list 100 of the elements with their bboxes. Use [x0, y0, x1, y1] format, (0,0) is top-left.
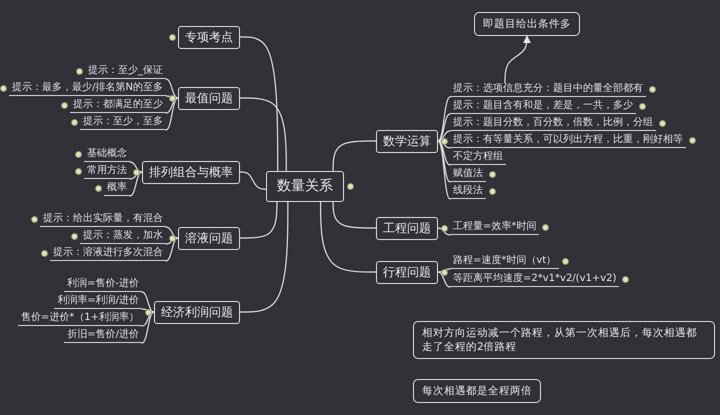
subtopic-text: 不定方程组	[453, 151, 503, 163]
subtopic-text: 提示：最多，最少/排名第N的至多	[12, 82, 163, 94]
underlined-subtopic	[70, 99, 166, 113]
underlined-subtopic	[54, 295, 142, 309]
branch-line	[141, 308, 155, 313]
subtopic-text: 路程=速度*时间（vt）	[453, 255, 556, 267]
subtopic-text: 提示：给出实际量，有混合	[43, 213, 163, 225]
topic-box	[376, 130, 438, 152]
underlined-subtopic	[64, 329, 142, 343]
underlined-subtopic	[64, 278, 142, 292]
underlined-subtopic	[84, 165, 130, 179]
topic-text: 最值问题	[185, 90, 233, 106]
underlined-subtopic	[450, 273, 620, 287]
subtopic-text: 提示：有等量关系，可以列出方程，比重，刚好相等	[453, 134, 683, 146]
underlined-subtopic	[450, 100, 636, 114]
branch-line	[437, 140, 451, 183]
branch-line	[141, 311, 155, 327]
subtopic-text: 赋值法	[453, 168, 483, 180]
subtopic-text: 提示：至少_保证	[88, 65, 163, 77]
subtopic-text: 等距离平均速度=2*v1*v2/(v1+v2)	[453, 273, 616, 285]
topic-box	[376, 216, 438, 240]
note-box	[413, 379, 541, 403]
note-text: 相对方向运动减一个路程，从第一次相遇后，每次相遇都走了全程的2倍路程	[422, 326, 698, 354]
branch-line	[129, 161, 143, 173]
subtopic-text: 提示：蒸发，加水	[83, 230, 163, 242]
subtopic-text: 折旧=售价/进价	[67, 329, 139, 341]
branch-line	[165, 78, 179, 99]
branch-line	[437, 130, 451, 142]
subtopic-text: 提示：选项信息充分：题目中的量全部都有	[453, 83, 643, 95]
branch-line	[239, 171, 267, 190]
central-topic-text: 数量关系	[277, 178, 333, 194]
note-text: 即题目给出条件多	[483, 17, 571, 31]
topic-box	[376, 260, 438, 284]
subtopic-text: 概率	[107, 182, 127, 194]
topic-box	[178, 226, 240, 250]
branch-line	[129, 171, 143, 180]
underlined-subtopic	[450, 151, 506, 165]
topic-box	[142, 160, 240, 184]
branch-line	[332, 140, 377, 172]
branch-line	[437, 140, 451, 166]
branch-line	[141, 311, 155, 344]
branch-line	[437, 140, 451, 200]
subtopic-text: 提示：题目含有和是，差是，一共，多少	[453, 100, 633, 112]
branch-line	[437, 227, 451, 236]
underlined-subtopic	[450, 117, 656, 131]
topic-box	[178, 26, 240, 48]
branch-line	[165, 97, 179, 114]
branch-line	[239, 200, 278, 239]
underlined-subtopic	[80, 230, 166, 244]
branch-line	[437, 268, 451, 273]
branch-line	[141, 291, 155, 313]
branch-line	[239, 97, 287, 172]
subtopic-text: 提示：至少，至多	[83, 116, 163, 128]
topic-text: 工程问题	[383, 220, 431, 236]
branch-line	[437, 113, 451, 142]
arrow	[504, 35, 531, 84]
topic-text: 经济利润问题	[161, 304, 233, 320]
underlined-subtopic	[104, 182, 130, 196]
branch-line	[165, 226, 179, 239]
topic-box	[154, 300, 240, 324]
subtopic-text: 提示：溶液进行多次混合	[53, 247, 163, 259]
central-topic-box	[266, 170, 344, 202]
topic-text: 溶液问题	[185, 230, 233, 246]
branch-line	[165, 97, 179, 131]
underlined-subtopic	[450, 168, 486, 182]
subtopic-text: 利润率=利润/进价	[57, 295, 139, 307]
topic-text: 排列组合与概率	[149, 164, 233, 180]
subtopic-text: 提示：题目分数，百分数，倍数，比例，分组	[453, 117, 653, 129]
subtopic-text: 提示：都满足的至少	[73, 99, 163, 111]
note-box	[413, 321, 715, 359]
branch-line	[239, 36, 278, 172]
underlined-subtopic	[84, 148, 130, 162]
branch-line	[165, 95, 179, 99]
underlined-subtopic	[450, 255, 560, 269]
subtopic-text: 基础概念	[87, 148, 127, 160]
underlined-subtopic	[450, 83, 646, 97]
branch-line	[332, 200, 377, 229]
underlined-subtopic	[18, 312, 142, 326]
underlined-subtopic	[40, 213, 166, 227]
subtopic-text: 利润=售价-进价	[67, 278, 139, 290]
branch-line	[320, 200, 377, 273]
branch-line	[239, 200, 288, 313]
subtopic-text: 售价=进价*（1+利润率）	[20, 312, 139, 324]
branch-line	[437, 140, 451, 149]
underlined-subtopic	[50, 247, 166, 261]
underlined-subtopic	[450, 134, 686, 148]
branch-line	[165, 237, 179, 262]
subtopic-text: 常用方法	[87, 165, 127, 177]
branch-line	[437, 271, 451, 288]
branch-line	[129, 171, 143, 197]
topic-box	[178, 86, 240, 110]
branch-line	[437, 96, 451, 142]
underlined-subtopic	[9, 82, 166, 96]
underlined-subtopic	[85, 65, 166, 79]
note-box	[474, 12, 580, 36]
topic-text: 专项考点	[185, 30, 233, 44]
topic-text: 行程问题	[383, 264, 431, 280]
branch-line	[165, 237, 179, 245]
underlined-subtopic	[450, 221, 540, 235]
underlined-subtopic	[80, 116, 166, 130]
